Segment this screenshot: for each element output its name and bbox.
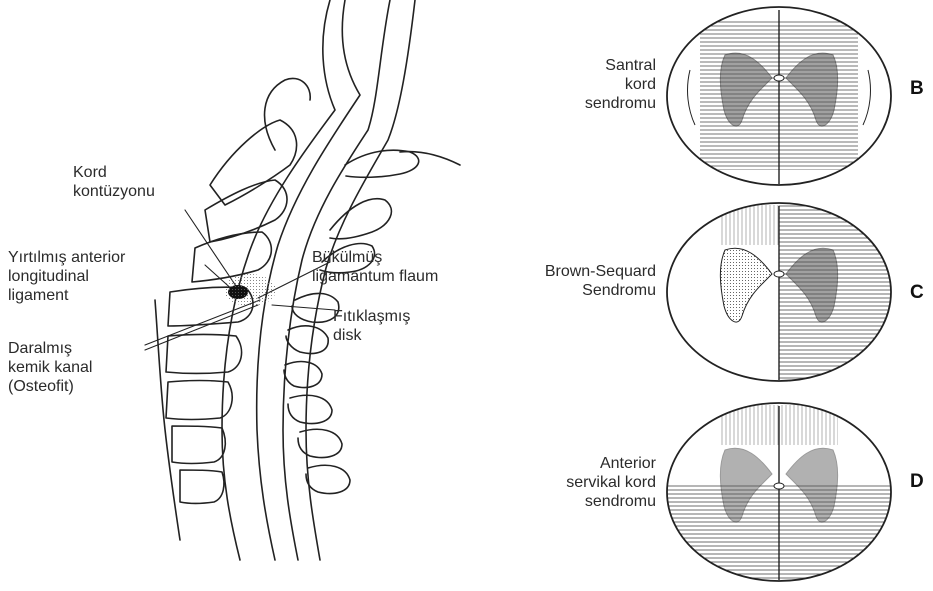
label-herniated-disk: Fıtıklaşmış disk: [333, 307, 410, 345]
label-buckled-flavum: Bükülmüş ligamantum flaum: [312, 248, 438, 286]
panel-letter-d: D: [910, 471, 924, 493]
label-cord-contusion: Kord kontüzyonu: [73, 163, 155, 201]
cross-section-central-cord: [667, 7, 891, 185]
cross-section-anterior-cord: [667, 403, 891, 585]
label-torn-ligament: Yırtılmış anterior longitudinal ligament: [8, 248, 125, 305]
label-anterior-cord: Anterior servikal kord sendromu: [566, 454, 656, 511]
panel-letter-c: C: [910, 282, 924, 304]
label-narrow-canal: Daralmış kemik kanal (Osteofit): [8, 339, 92, 396]
contusion-speckle: [224, 274, 276, 306]
label-brown-sequard: Brown-Sequard Sendromu: [545, 262, 656, 300]
panel-letter-b: B: [910, 78, 924, 100]
label-central-cord: Santral kord sendromu: [585, 56, 656, 113]
cross-section-brown-sequard: [667, 203, 891, 381]
